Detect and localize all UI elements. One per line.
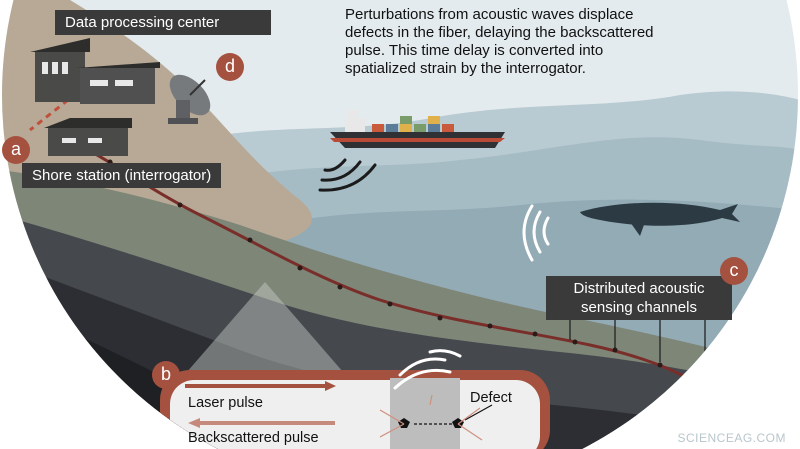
shore-station-building <box>44 118 132 156</box>
cable-inset <box>160 349 550 449</box>
das-channels-line1: Distributed acoustic <box>573 280 705 297</box>
backscattered-pulse-label: Backscattered pulse <box>188 430 319 446</box>
das-channels-line2: sensing channels <box>581 299 697 316</box>
ship-sound-waves <box>318 158 377 192</box>
fiber-cable <box>69 138 721 402</box>
cable-to-datacenter <box>29 98 69 132</box>
data-center-building <box>30 38 160 104</box>
data-center-label: Data processing center <box>55 10 271 35</box>
das-channels-label: Distributed acoustic sensing channels <box>546 276 732 320</box>
badge-a: a <box>2 136 30 164</box>
zoom-wedge <box>180 282 350 380</box>
description-line1: Perturbations from acoustic waves displa… <box>345 6 634 23</box>
shore-station-label: Shore station (interrogator) <box>22 163 222 188</box>
description-line2: defects in the fiber, delaying the backs… <box>345 24 654 41</box>
cable-nodes <box>107 159 708 393</box>
description-line4: spatialized strain by the interrogator. <box>345 60 586 77</box>
description-text: Perturbations from acoustic waves displa… <box>345 6 685 78</box>
badge-c: c <box>720 257 748 285</box>
inset-waves <box>393 349 462 390</box>
watermark: SCIENCEAG.COM <box>677 431 786 445</box>
ship-icon <box>330 110 505 148</box>
badge-b: b <box>152 361 180 389</box>
satellite-dish-icon <box>168 74 211 124</box>
laser-pulse-label: Laser pulse <box>188 395 263 411</box>
whale-sound-waves <box>522 204 550 262</box>
badge-d: d <box>216 53 244 81</box>
defect-label: Defect <box>470 390 512 406</box>
description-line3: pulse. This time delay is converted into <box>345 42 604 59</box>
whale-icon <box>580 202 740 236</box>
